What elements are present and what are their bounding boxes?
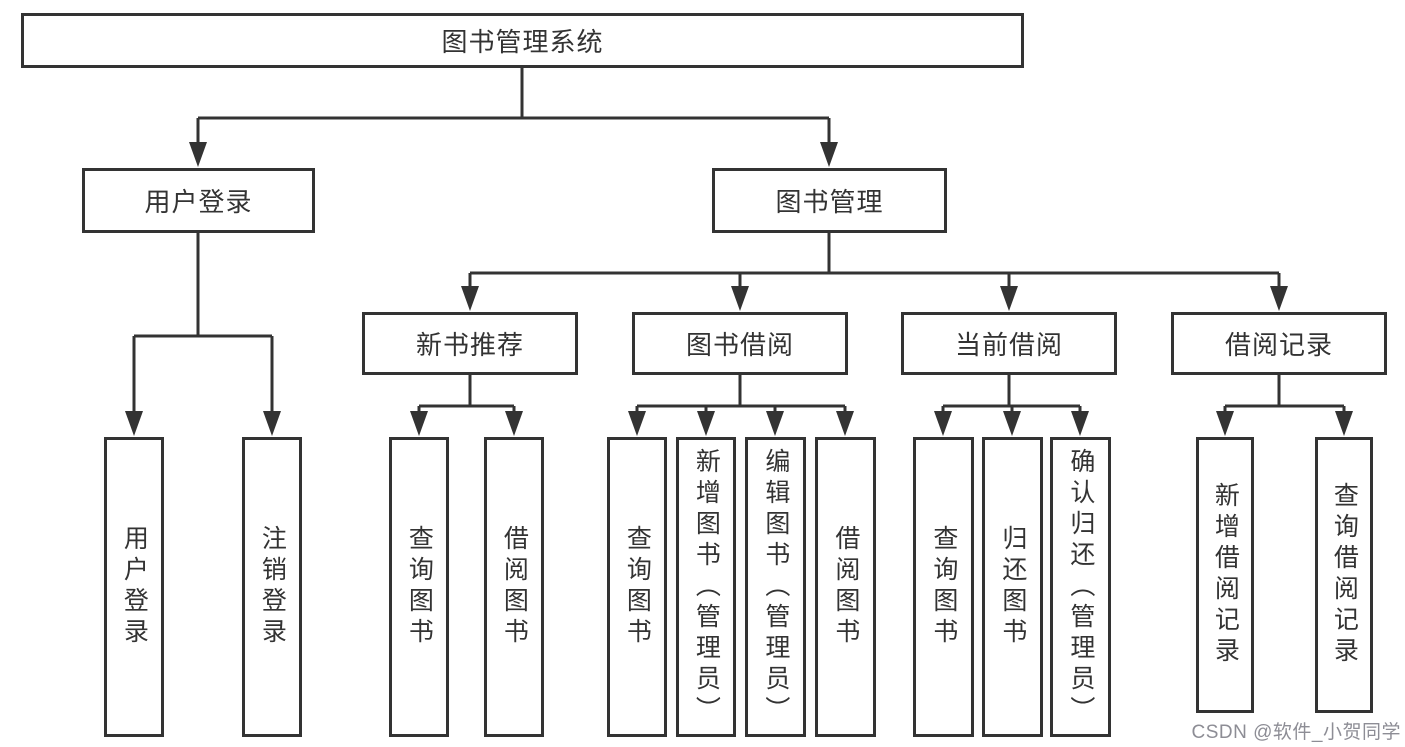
leaf-logout: 注销登录 xyxy=(242,437,302,737)
node-new-book-recommend-label: 新书推荐 xyxy=(415,330,524,360)
node-user-login-label: 用户登录 xyxy=(144,187,253,217)
node-book-borrow-label: 图书借阅 xyxy=(685,330,794,360)
arrow-down-icon xyxy=(263,411,281,436)
arrow-down-icon xyxy=(934,411,952,436)
arrow-down-icon xyxy=(1071,411,1089,436)
arrowheads xyxy=(125,142,1353,436)
leaf-user-login: 用户登录 xyxy=(104,437,164,737)
node-book-management: 图书管理 xyxy=(712,168,947,233)
leaf-bb-query-books-label: 查询图书 xyxy=(623,525,652,649)
leaf-cb-confirm-return-admin: 确认归还（管理员） xyxy=(1050,437,1111,737)
arrow-down-icon xyxy=(820,142,838,167)
leaf-nb-query-books: 查询图书 xyxy=(389,437,449,737)
arrow-down-icon xyxy=(189,142,207,167)
node-book-borrow: 图书借阅 xyxy=(632,312,848,375)
leaf-bb-borrow-books-label: 借阅图书 xyxy=(831,525,860,649)
watermark: CSDN @软件_小贺同学 xyxy=(1191,722,1401,743)
arrow-down-icon xyxy=(1003,411,1021,436)
leaf-bb-add-books-admin-label: 新增图书（管理员） xyxy=(692,447,721,727)
arrow-down-icon xyxy=(125,411,143,436)
node-current-borrow: 当前借阅 xyxy=(901,312,1117,375)
arrow-down-icon xyxy=(1216,411,1234,436)
node-book-management-label: 图书管理 xyxy=(775,187,884,217)
leaf-br-add-record: 新增借阅记录 xyxy=(1196,437,1254,713)
arrow-down-icon xyxy=(731,286,749,311)
arrow-down-icon xyxy=(1000,286,1018,311)
arrow-down-icon xyxy=(505,411,523,436)
leaf-bb-add-books-admin: 新增图书（管理员） xyxy=(676,437,736,737)
leaf-br-query-record-label: 查询借阅记录 xyxy=(1330,482,1359,668)
arrow-down-icon xyxy=(766,411,784,436)
leaf-nb-query-books-label: 查询图书 xyxy=(405,525,434,649)
leaf-user-login-label: 用户登录 xyxy=(120,525,149,649)
arrow-down-icon xyxy=(461,286,479,311)
arrow-down-icon xyxy=(836,411,854,436)
leaf-bb-query-books: 查询图书 xyxy=(607,437,667,737)
node-current-borrow-label: 当前借阅 xyxy=(954,330,1063,360)
node-user-login: 用户登录 xyxy=(82,168,315,233)
arrow-down-icon xyxy=(628,411,646,436)
leaf-cb-query-books-label: 查询图书 xyxy=(929,525,958,649)
leaf-bb-borrow-books: 借阅图书 xyxy=(815,437,876,737)
arrow-down-icon xyxy=(1270,286,1288,311)
arrow-down-icon xyxy=(697,411,715,436)
leaf-cb-confirm-return-admin-label: 确认归还（管理员） xyxy=(1066,447,1095,727)
node-root: 图书管理系统 xyxy=(21,13,1024,68)
arrow-down-icon xyxy=(410,411,428,436)
node-new-book-recommend: 新书推荐 xyxy=(362,312,578,375)
node-borrow-records: 借阅记录 xyxy=(1171,312,1387,375)
leaf-logout-label: 注销登录 xyxy=(258,525,287,649)
node-borrow-records-label: 借阅记录 xyxy=(1224,330,1333,360)
leaf-br-query-record: 查询借阅记录 xyxy=(1315,437,1373,713)
node-root-label: 图书管理系统 xyxy=(441,27,604,57)
leaf-br-add-record-label: 新增借阅记录 xyxy=(1211,482,1240,668)
leaf-cb-return-books-label: 归还图书 xyxy=(998,525,1027,649)
leaf-cb-query-books: 查询图书 xyxy=(913,437,974,737)
leaf-bb-edit-books-admin-label: 编辑图书（管理员） xyxy=(761,447,790,727)
leaf-cb-return-books: 归还图书 xyxy=(982,437,1043,737)
leaf-nb-borrow-books: 借阅图书 xyxy=(484,437,544,737)
arrow-down-icon xyxy=(1335,411,1353,436)
leaf-bb-edit-books-admin: 编辑图书（管理员） xyxy=(745,437,806,737)
leaf-nb-borrow-books-label: 借阅图书 xyxy=(500,525,529,649)
